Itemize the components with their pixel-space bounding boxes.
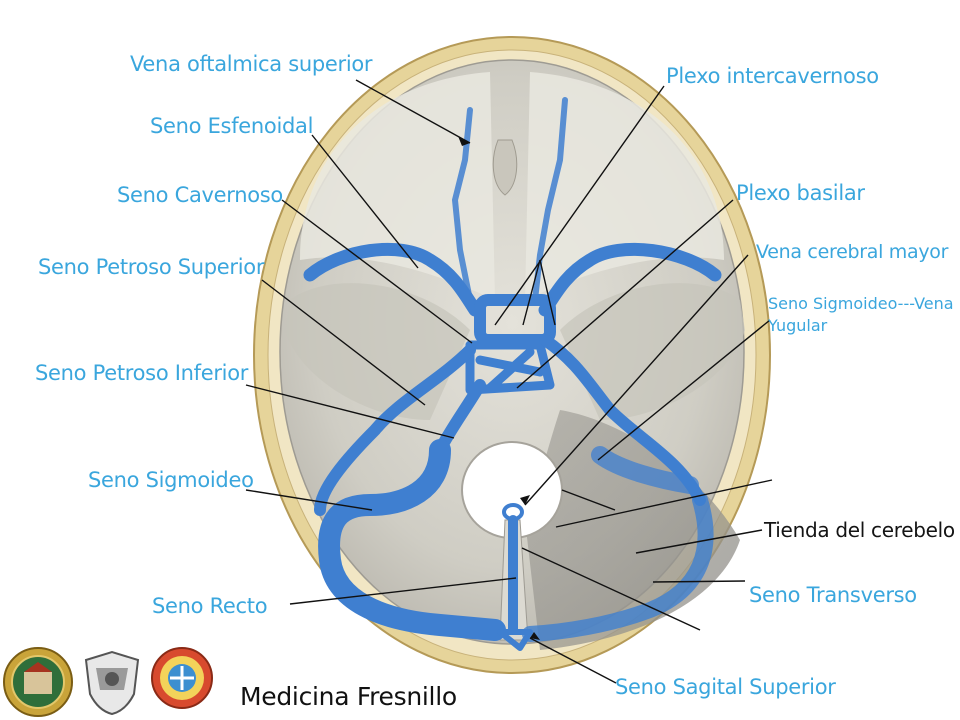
- leader-seno-sagital-superior: [529, 637, 617, 684]
- label-seno-recto: Seno Recto: [152, 594, 268, 618]
- plexo-intercavernoso: [474, 294, 556, 346]
- seno-sigmoideo-right: [591, 446, 699, 494]
- school-crest-icon: [84, 650, 140, 716]
- leader-plexo-intercavernoso-3: [539, 259, 556, 326]
- label-seno-petroso-inferior: Seno Petroso Inferior: [35, 361, 249, 385]
- arrow-head-sagittal: [530, 632, 540, 640]
- leader-seno-esfenoidal: [311, 134, 419, 269]
- leader-lines: [245, 79, 773, 684]
- leader-plexo-intercavernoso-2: [522, 259, 541, 326]
- label-vena-cerebral-mayor: Vena cerebral mayor: [756, 241, 949, 263]
- label-seno-sagital-superior: Seno Sagital Superior: [615, 675, 836, 699]
- arrow-head-ophthalmic: [458, 136, 470, 146]
- plexo-basilar: [465, 340, 555, 395]
- leader-vena-cerebral-mayor: [524, 254, 749, 506]
- label-seno-sigmoideo: Seno Sigmoideo: [88, 468, 254, 492]
- crista-galli: [492, 139, 518, 196]
- leader-plexo-intercavernoso: [494, 85, 665, 326]
- leader-seno-petroso-inferior: [245, 384, 455, 439]
- leader-seno-petroso-superior: [261, 279, 426, 406]
- leader-seno-recto: [289, 577, 517, 605]
- middle-fossa-right: [560, 283, 745, 420]
- medicine-unit-seal-icon: [151, 647, 213, 709]
- seno-transverso-right: [522, 492, 714, 642]
- label-seno-sigmoideo-vena-yugular: Seno Sigmoideo---Vena Yugular: [768, 294, 954, 335]
- university-seal-icon: [3, 647, 73, 717]
- seno-esfenoidal-right: [538, 242, 722, 317]
- label-plexo-basilar: Plexo basilar: [736, 181, 865, 205]
- leader-vena-oftalmica: [355, 79, 471, 144]
- vena-oftalmica-right: [532, 97, 568, 303]
- seno-sagital-superior: [497, 629, 533, 651]
- seno-sigmoideo-left: [318, 439, 506, 641]
- label-seno-petroso-superior: Seno Petroso Superior: [38, 255, 265, 279]
- label-seno-transverso: Seno Transverso: [749, 583, 917, 607]
- leader-seno-cavernoso: [281, 199, 473, 344]
- leader-tienda-2: [635, 529, 763, 554]
- leader-seno-transverso: [652, 580, 746, 583]
- leader-tienda-3: [561, 489, 616, 511]
- anterior-fossa-left: [300, 72, 495, 300]
- seno-petroso-superior-left: [314, 344, 476, 516]
- label-plexo-intercavernoso: Plexo intercavernoso: [666, 64, 879, 88]
- label-vena-oftalmica-superior: Vena oftalmica superior: [130, 52, 373, 76]
- leader-seno-transverso-2: [521, 547, 701, 631]
- leader-plexo-basilar: [516, 199, 734, 389]
- label-tienda-del-cerebelo: Tienda del cerebelo: [764, 518, 955, 542]
- leader-tienda-1: [555, 479, 773, 528]
- footer-medicina-fresnillo: Medicina Fresnillo: [240, 682, 457, 711]
- label-seno-cavernoso: Seno Cavernoso: [117, 183, 283, 207]
- leader-seno-sigmoideo: [245, 489, 373, 511]
- arrow-head-cerebral-vein: [520, 495, 530, 505]
- leader-seno-sigmoideo-vena-yugular: [597, 319, 771, 461]
- label-seno-esfenoidal: Seno Esfenoidal: [150, 114, 314, 138]
- anterior-fossa-right: [525, 72, 724, 300]
- seno-esfenoidal-left: [303, 242, 482, 317]
- vena-cerebral-mayor: [502, 503, 524, 521]
